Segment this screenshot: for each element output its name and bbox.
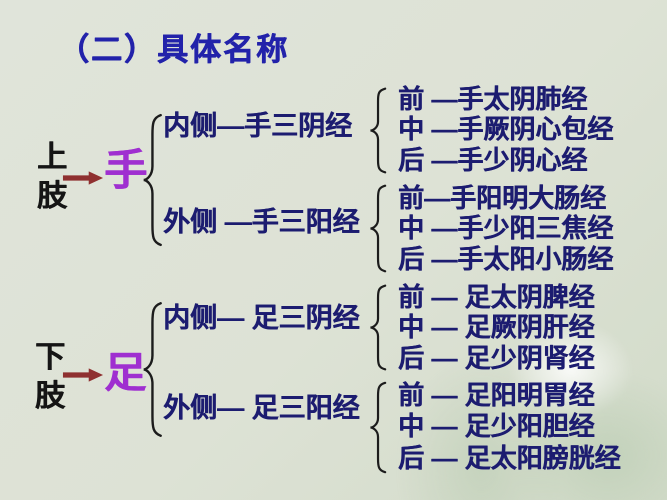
meridian-item: 前 — 足阳明胃经	[398, 380, 595, 410]
brace-icon	[142, 111, 164, 249]
upper-limb-char-1: 上	[37, 141, 67, 174]
branch-label: 内侧—手三阴经	[163, 111, 352, 141]
foot-label: 足	[104, 349, 147, 396]
meridian-item: 中 — 足厥阴肝经	[398, 312, 595, 342]
meridian-item: 前 — 足太阴脾经	[398, 282, 595, 312]
brace-icon	[369, 380, 388, 475]
arrow-icon	[62, 169, 104, 187]
brace-icon	[369, 283, 388, 372]
lower-limb-label: 下 肢	[26, 338, 74, 416]
upper-limb-label: 上 肢	[28, 138, 76, 216]
brace-icon	[369, 183, 388, 274]
meridian-item: 后 —手太阳小肠经	[398, 244, 614, 274]
meridian-item: 后 —手少阴心经	[398, 145, 588, 175]
meridian-item: 后 — 足少阴肾经	[398, 343, 595, 373]
lower-limb-char-1: 下	[35, 341, 65, 374]
branch-label: 外侧 —手三阳经	[163, 207, 360, 237]
branch-label: 外侧— 足三阳经	[163, 393, 360, 423]
meridian-item: 后 — 足太阳膀胱经	[398, 443, 621, 473]
meridian-item: 前—手阳明大肠经	[398, 183, 607, 213]
meridian-item: 中 —手少阳三焦经	[398, 213, 614, 243]
branch-label: 内侧— 足三阴经	[163, 303, 360, 333]
upper-limb-char-2: 肢	[37, 180, 67, 213]
meridian-item: 前 —手太阴肺经	[398, 84, 588, 114]
slide-title: （二）具体名称	[58, 32, 289, 67]
brace-icon	[369, 86, 388, 175]
meridian-item: 中 — 足少阳胆经	[398, 411, 595, 441]
arrow-icon	[62, 366, 104, 384]
hand-label: 手	[104, 147, 147, 195]
meridian-item: 中 —手厥阴心包经	[398, 114, 614, 144]
lower-limb-char-2: 肢	[35, 380, 65, 413]
brace-icon	[142, 299, 164, 440]
